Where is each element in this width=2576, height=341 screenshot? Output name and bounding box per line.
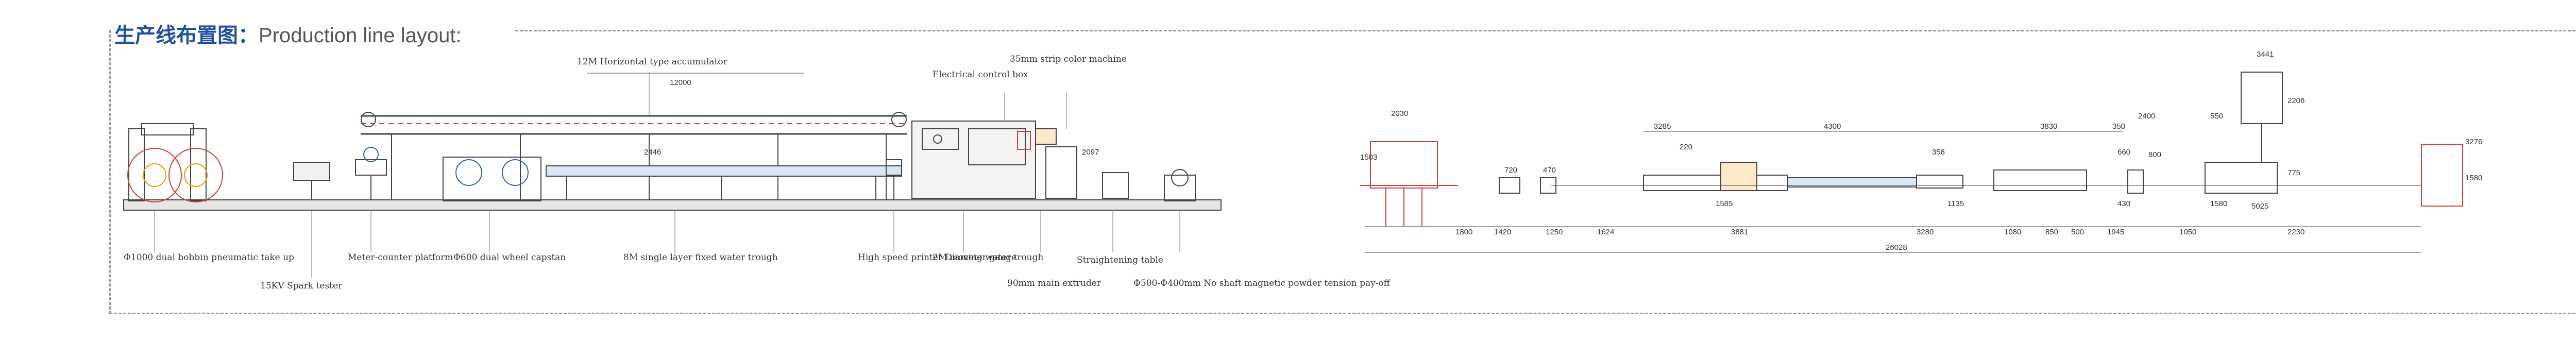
dim-top-5: 2400 (2138, 112, 2155, 121)
dim-bottom-8: 500 (2071, 228, 2084, 236)
dim-bottom-7: 850 (2045, 228, 2058, 236)
dim-bottom-1: 1420 (1494, 228, 1511, 236)
printer-gauge (886, 159, 902, 200)
label-dual-capstan: Φ600 dual wheel capstan (453, 252, 566, 263)
dim-top-7: 3441 (2257, 50, 2274, 59)
frame-top-border (515, 30, 2576, 31)
label-takeup: Φ500-Φ400mm No shaft magnetic powder ten… (1133, 278, 1391, 288)
dim-top-9: 358 (1932, 148, 1945, 157)
label-water-trough-2m: 2M moving water trough (933, 252, 1043, 263)
dim-left-height: 1503 (1360, 153, 1377, 162)
plan-payoff (1360, 141, 1458, 227)
dim-top-4: 350 (2112, 122, 2125, 131)
plan-splicer-arm (2241, 72, 2283, 124)
elevation-view (123, 72, 1222, 278)
title-chinese: 生产线布置图： (114, 24, 259, 47)
dim-top-2: 4300 (1824, 122, 1841, 131)
dim-extruder-height: 2097 (1082, 148, 1099, 157)
dim-top-6: 550 (2210, 112, 2223, 121)
dim-top-8: 220 (1680, 143, 1692, 151)
dim-total: 26028 (1886, 243, 1907, 252)
dim-bottom-2: 1250 (1546, 228, 1563, 236)
dim-accumulator-length: 12000 (670, 78, 691, 87)
dim-bottom-10: 1050 (2179, 228, 2196, 236)
dim-top-0: 2030 (1391, 109, 1408, 118)
label-meter-counter: Meter-counter platform (348, 252, 453, 263)
label-extruder: 90mm main extruder (1007, 278, 1101, 288)
dim-bottom-11: 2230 (2287, 228, 2304, 236)
takeup-machine (1102, 169, 1196, 201)
meter-counter (355, 147, 387, 200)
dual-wheel-capstan (443, 157, 541, 201)
dim-bottom-6: 1080 (2004, 228, 2021, 236)
spark-tester (293, 162, 330, 200)
accumulator (361, 73, 907, 200)
plan-straightening (2127, 169, 2144, 194)
payoff-machine (127, 123, 223, 202)
plan-printer (1916, 175, 1963, 189)
dim-top-1: 3285 (1654, 122, 1671, 131)
dim-bottom-5: 3280 (1917, 228, 1934, 236)
dim-top-3: 3830 (2040, 122, 2057, 131)
label-printer-gauge: High speed printer Diameter gauge (858, 252, 1016, 263)
plan-splicer (2205, 162, 2278, 194)
plan-capstan (1643, 175, 1788, 191)
label-accumulator: 12M Horizontal type accumulator (577, 57, 728, 67)
dim-bottom-3: 1624 (1597, 228, 1614, 236)
label-payoff: Φ1000 dual bobbin pneumatic take up (124, 252, 294, 263)
dim-right-2: 2206 (2287, 96, 2304, 105)
dim-misc-3: 1135 (1947, 199, 1964, 208)
dim-accumulator-height: 2446 (644, 148, 661, 157)
dim-bottom-4: 3881 (1731, 228, 1748, 236)
label-spark-tester: 15KV Spark tester (260, 281, 343, 291)
water-trough-8m (546, 165, 902, 200)
label-water-trough-8m: 8M single layer fixed water trough (623, 252, 778, 263)
dim-right-1: 1580 (2465, 174, 2482, 182)
dim-misc-1: 470 (1543, 166, 1556, 175)
dim-misc-7: 800 (2148, 150, 2161, 159)
layout-title: 生产线布置图：Production line layout: (114, 19, 462, 48)
dim-misc-0: 720 (1504, 166, 1517, 175)
plan-view (1360, 72, 2463, 253)
plan-dual-reel (1720, 162, 1757, 191)
dim-misc-2: 1585 (1716, 199, 1733, 208)
extruder-group (911, 121, 1077, 199)
plan-extruder-base (1993, 169, 2087, 191)
dim-misc-5: 660 (2117, 148, 2130, 157)
title-english: Production line layout: (259, 24, 462, 47)
dim-right-0: 3276 (2465, 138, 2482, 146)
ground-base (123, 199, 1222, 211)
layout-frame (109, 30, 2576, 314)
label-control-box: Electrical control box (933, 70, 1028, 80)
dim-misc-4: 430 (2117, 199, 2130, 208)
dim-right-4: 5025 (2251, 202, 2268, 211)
dim-bottom-0: 1800 (1455, 228, 1472, 236)
dim-right-3: 775 (2287, 168, 2300, 177)
label-splicer: 35mm strip color machine (1010, 54, 1127, 64)
label-straightening-table: Straightening table (1077, 255, 1163, 265)
dim-bottom-9: 1945 (2107, 228, 2124, 236)
dim-misc-6: 1580 (2210, 199, 2227, 208)
label-leaders (154, 72, 1180, 278)
plan-takeup (2421, 144, 2463, 207)
plan-spark (1499, 177, 1520, 194)
